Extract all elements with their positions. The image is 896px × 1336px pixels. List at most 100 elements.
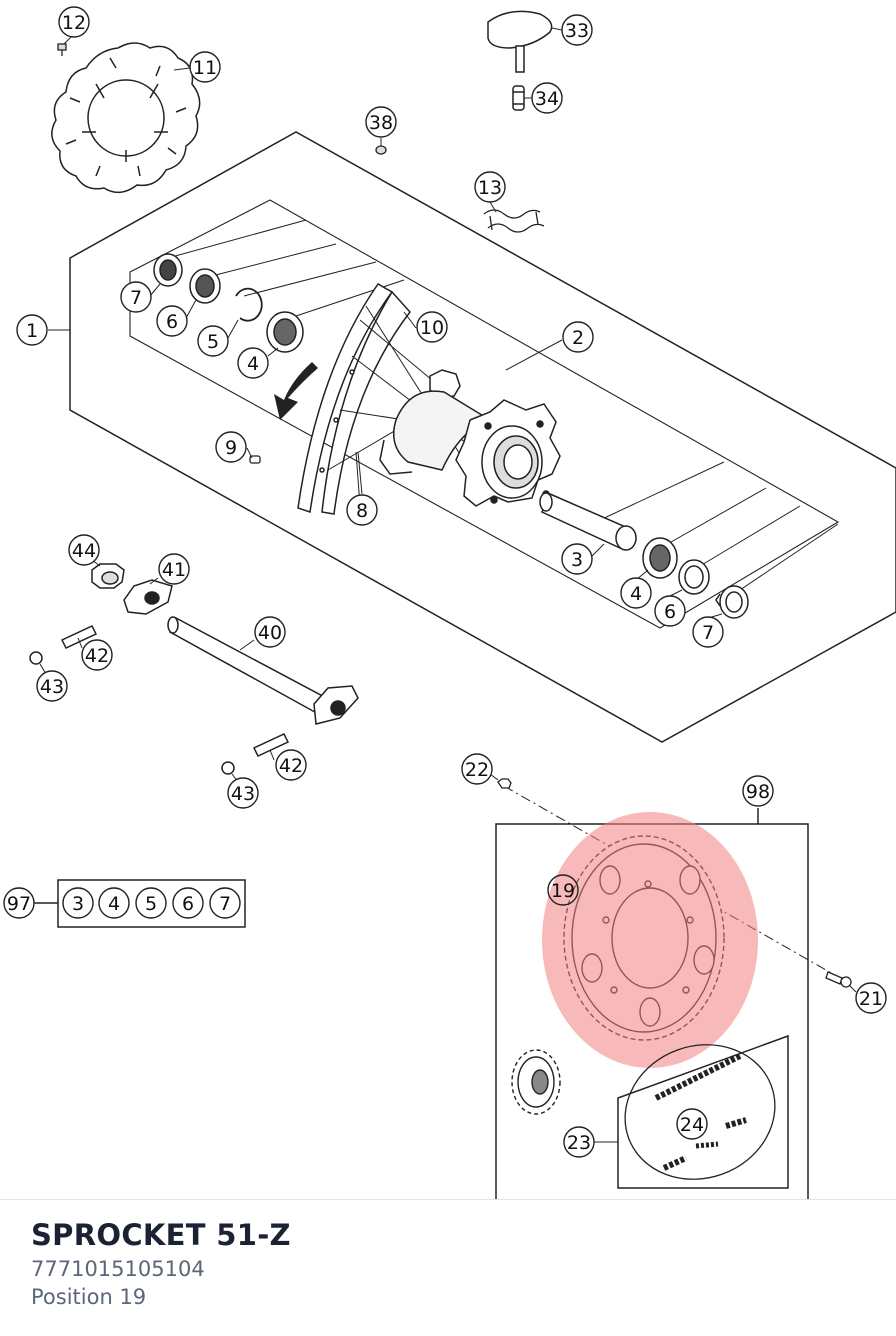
- svg-text:10: 10: [420, 317, 444, 339]
- svg-text:7: 7: [702, 622, 714, 644]
- chain-kit-frame: [617, 1034, 789, 1189]
- adjuster-bolt-left[interactable]: [29, 625, 98, 665]
- kit-97-box: [34, 879, 246, 928]
- callout-1[interactable]: 1: [16, 314, 48, 346]
- callout-8[interactable]: 8: [346, 494, 378, 526]
- part-number: 7771015105104: [31, 1257, 205, 1281]
- callout-34[interactable]: 34: [531, 82, 563, 114]
- svg-text:9: 9: [225, 437, 237, 459]
- svg-text:4: 4: [247, 353, 259, 375]
- callout-43-left[interactable]: 43: [36, 670, 68, 702]
- wheel-assembly-frame: [69, 131, 896, 743]
- svg-text:41: 41: [162, 559, 186, 581]
- left-spacer[interactable]: [153, 253, 183, 287]
- kit-item-5[interactable]: 5: [135, 887, 167, 919]
- callout-24[interactable]: 24: [676, 1108, 708, 1140]
- kit-97-items: 3 4 5 6 7: [62, 887, 241, 919]
- svg-text:11: 11: [193, 57, 217, 79]
- svg-text:23: 23: [567, 1132, 591, 1154]
- part-name: SPROCKET 51-Z: [31, 1218, 291, 1252]
- callout-5[interactable]: 5: [197, 325, 229, 357]
- callout-6-right[interactable]: 6: [654, 595, 686, 627]
- callout-11[interactable]: 11: [189, 51, 221, 83]
- axle-nut[interactable]: [91, 563, 125, 589]
- drive-chain[interactable]: [606, 1024, 794, 1200]
- hub-spacer[interactable]: [539, 492, 637, 551]
- adjuster-bolt-right[interactable]: [221, 733, 290, 775]
- spoke-nipple-cap[interactable]: [375, 145, 387, 155]
- svg-text:24: 24: [680, 1114, 704, 1136]
- right-spacer[interactable]: [715, 585, 749, 619]
- assembly-leader-lines: [167, 219, 839, 591]
- callout-4-right[interactable]: 4: [620, 577, 652, 609]
- kit-item-7[interactable]: 7: [209, 887, 241, 919]
- callout-42-right[interactable]: 42: [275, 749, 307, 781]
- callout-42-left[interactable]: 42: [81, 639, 113, 671]
- callout-6-left[interactable]: 6: [156, 305, 188, 337]
- callout-38[interactable]: 38: [365, 106, 397, 138]
- callout-23[interactable]: 23: [563, 1126, 595, 1158]
- right-seal[interactable]: [678, 559, 710, 595]
- callout-21[interactable]: 21: [855, 982, 887, 1014]
- callout-43-right[interactable]: 43: [227, 777, 259, 809]
- svg-text:21: 21: [859, 988, 883, 1010]
- kit-item-6[interactable]: 6: [172, 887, 204, 919]
- svg-text:12: 12: [62, 12, 86, 34]
- svg-text:97: 97: [7, 893, 31, 915]
- callout-22[interactable]: 22: [461, 753, 493, 785]
- callout-3[interactable]: 3: [561, 543, 593, 575]
- svg-text:43: 43: [231, 783, 255, 805]
- part-position: Position 19: [31, 1285, 147, 1309]
- svg-text:42: 42: [85, 645, 109, 667]
- callout-7-left[interactable]: 7: [120, 281, 152, 313]
- svg-text:4: 4: [630, 583, 642, 605]
- valve-cap[interactable]: [487, 10, 553, 73]
- callout-19[interactable]: 19: [547, 874, 579, 906]
- right-bearing[interactable]: [642, 537, 678, 579]
- callout-13[interactable]: 13: [474, 171, 506, 203]
- svg-text:34: 34: [535, 88, 559, 110]
- svg-text:2: 2: [572, 327, 584, 349]
- front-sprocket[interactable]: [511, 1049, 561, 1115]
- svg-text:7: 7: [219, 893, 231, 915]
- valve-nut[interactable]: [512, 85, 525, 111]
- brake-disc[interactable]: [51, 42, 201, 194]
- left-seal[interactable]: [189, 268, 221, 304]
- callout-7-right[interactable]: 7: [692, 616, 724, 648]
- circlip[interactable]: [235, 287, 263, 322]
- kit-item-3[interactable]: 3: [62, 887, 94, 919]
- callout-9[interactable]: 9: [215, 431, 247, 463]
- callout-44[interactable]: 44: [68, 534, 100, 566]
- disc-bolt[interactable]: [57, 43, 67, 56]
- selected-part-highlight[interactable]: [542, 812, 758, 1068]
- callouts: 12 11 33 34 38 13 1 7 6 5 4 10 2 9 8 3 4…: [3, 6, 887, 1158]
- callout-41[interactable]: 41: [158, 553, 190, 585]
- callout-12[interactable]: 12: [58, 6, 90, 38]
- svg-text:6: 6: [182, 893, 194, 915]
- svg-text:4: 4: [108, 893, 120, 915]
- callout-98[interactable]: 98: [742, 775, 774, 807]
- svg-text:1: 1: [26, 320, 38, 342]
- chain-adjuster-right[interactable]: [313, 685, 359, 725]
- callout-2[interactable]: 2: [562, 321, 594, 353]
- rear-hub[interactable]: [379, 369, 561, 507]
- rim-tape[interactable]: [483, 209, 545, 233]
- svg-text:42: 42: [279, 755, 303, 777]
- spoke-nipple[interactable]: [249, 455, 261, 464]
- chain-adjuster-left[interactable]: [123, 579, 173, 615]
- rear-axle[interactable]: [167, 616, 331, 718]
- callout-97[interactable]: 97: [3, 887, 35, 919]
- svg-text:8: 8: [356, 500, 368, 522]
- left-bearing[interactable]: [266, 311, 304, 353]
- sprocket-bolt[interactable]: [825, 971, 852, 988]
- svg-text:22: 22: [465, 759, 489, 781]
- svg-text:44: 44: [72, 540, 96, 562]
- callout-4-left[interactable]: 4: [237, 347, 269, 379]
- kit-item-4[interactable]: 4: [98, 887, 130, 919]
- rim[interactable]: [297, 283, 411, 515]
- sprocket-nut[interactable]: [497, 778, 512, 789]
- svg-text:3: 3: [72, 893, 84, 915]
- callout-10[interactable]: 10: [416, 311, 448, 343]
- callout-33[interactable]: 33: [561, 14, 593, 46]
- callout-40[interactable]: 40: [254, 616, 286, 648]
